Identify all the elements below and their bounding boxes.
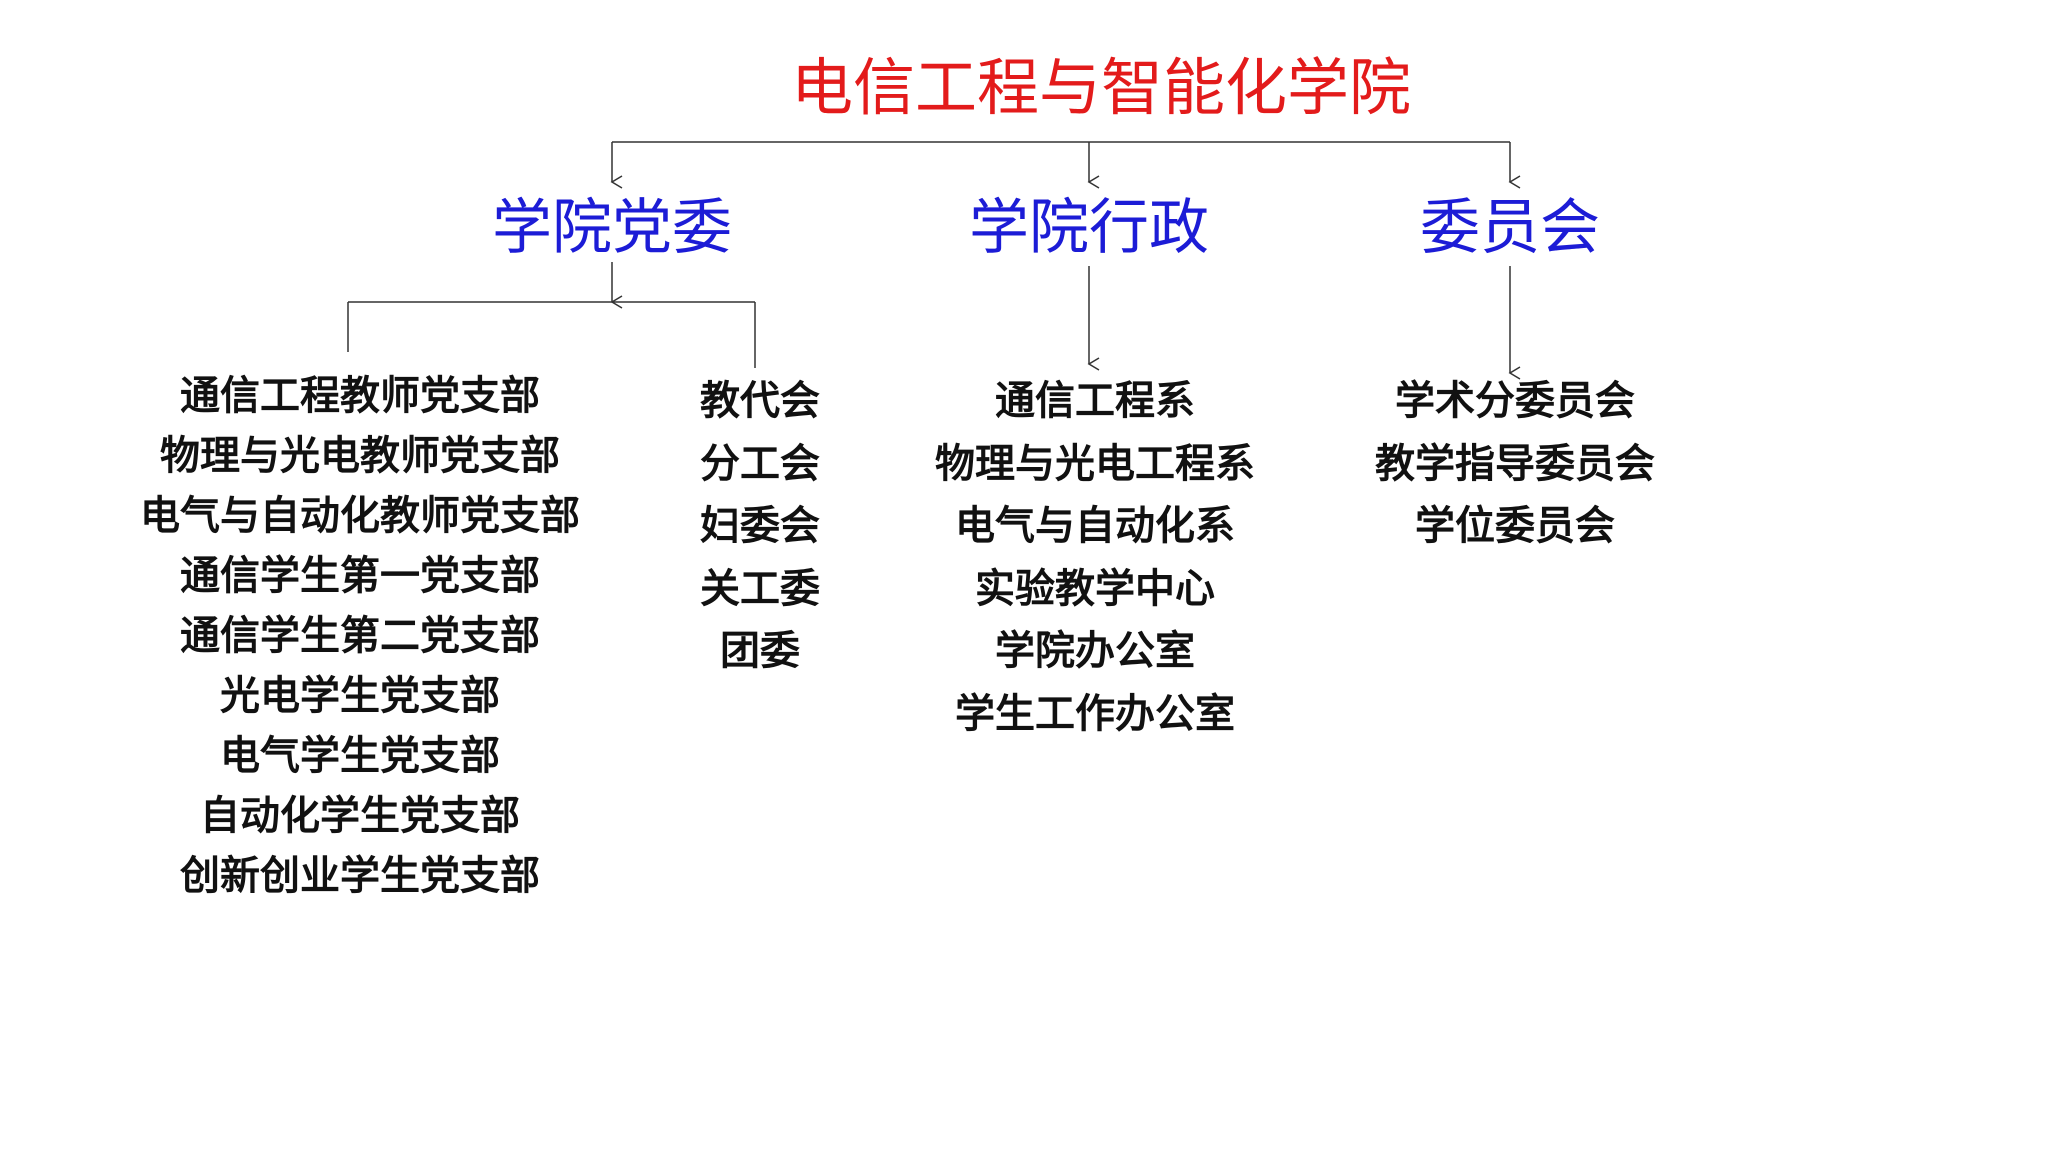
- list-item: 关工委: [700, 564, 820, 612]
- list-item: 电气与自动化系: [955, 502, 1235, 549]
- list-item: 自动化学生党支部: [200, 792, 520, 839]
- list-item: 教学指导委员会: [1375, 439, 1655, 487]
- list-item: 创新创业学生党支部: [180, 852, 540, 899]
- list-item: 电气与自动化教师党支部: [140, 492, 580, 539]
- list-item: 教代会: [700, 377, 820, 424]
- list-item: 妇委会: [700, 502, 820, 549]
- party-branch-list: 通信工程教师党支部 物理与光电教师党支部 电气与自动化教师党支部 通信学生第一党…: [100, 366, 620, 906]
- list-item: 学术分委员会: [1395, 377, 1635, 424]
- list-item: 物理与光电教师党支部: [160, 432, 560, 479]
- party-committee-heading: 学院党委: [492, 193, 732, 263]
- list-item: 学生工作办公室: [955, 689, 1235, 737]
- list-item: 学院办公室: [995, 627, 1195, 674]
- list-item: 物理与光电工程系: [935, 439, 1255, 487]
- list-item: 学位委员会: [1415, 502, 1615, 549]
- committee-list: 学术分委员会 教学指导委员会 学位委员会: [1330, 370, 1700, 558]
- college-title: 电信工程与智能化学院: [790, 51, 1411, 124]
- administration-heading: 学院行政: [969, 193, 1209, 263]
- list-item: 通信学生第二党支部: [180, 612, 540, 659]
- list-item: 电气学生党支部: [220, 732, 500, 779]
- list-item: 通信工程系: [995, 377, 1195, 424]
- list-item: 通信工程教师党支部: [180, 372, 540, 419]
- list-item: 实验教学中心: [975, 564, 1215, 612]
- list-item: 通信学生第一党支部: [180, 552, 540, 599]
- committee-heading: 委员会: [1420, 193, 1600, 263]
- list-item: 光电学生党支部: [220, 672, 500, 719]
- list-item: 团委: [720, 627, 800, 674]
- mass-organization-list: 教代会 分工会 妇委会 关工委 团委: [660, 370, 860, 683]
- list-item: 分工会: [700, 439, 820, 487]
- admin-unit-list: 通信工程系 物理与光电工程系 电气与自动化系 实验教学中心 学院办公室 学生工作…: [890, 370, 1300, 745]
